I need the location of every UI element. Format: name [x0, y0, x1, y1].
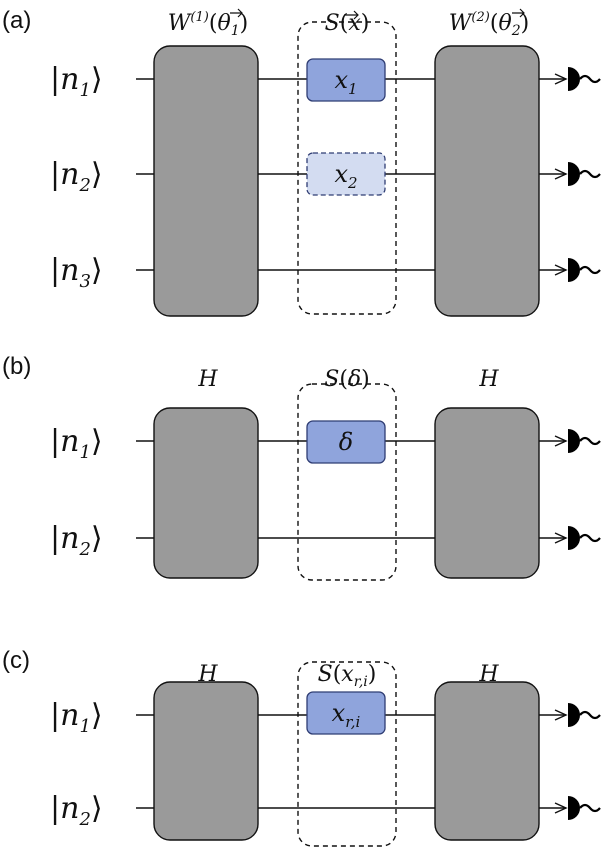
arrowhead-icon [554, 264, 568, 276]
input-ket-2: |n2⟩ [50, 521, 103, 560]
photodetector-icon [568, 258, 601, 282]
detector-body [568, 796, 580, 820]
photodetector-icon [568, 429, 601, 453]
left-unitary-gate [153, 407, 259, 579]
detector-signal [579, 710, 601, 720]
left-gate-label: H [197, 662, 218, 687]
arrowhead-icon [554, 435, 568, 447]
arrowhead-icon [554, 709, 568, 721]
photodetector-icon [568, 526, 601, 550]
photodetector-icon [568, 162, 601, 186]
phase-box-mode-2 [306, 152, 386, 196]
panel-label: (a) [2, 7, 31, 34]
phase-shifter-box [297, 383, 397, 581]
phase-box-mode-1 [306, 58, 386, 102]
phase-shifter-box [297, 661, 397, 847]
arrowhead-icon [554, 532, 568, 544]
detector-body [568, 258, 580, 282]
vector-arrow-icon [230, 8, 243, 18]
detector-body [568, 703, 580, 727]
panel-label: (c) [2, 647, 30, 674]
panel-c: (c) |n1⟩ |n2⟩ H H S(xr,i) xr,i [2, 647, 601, 847]
detector-signal [579, 436, 601, 446]
input-ket-2: |n2⟩ [50, 791, 103, 830]
phase-shifter-label: S(δ) [324, 367, 370, 392]
left-unitary-gate [153, 681, 259, 841]
input-ket-3: |n3⟩ [50, 253, 103, 292]
detector-body [568, 67, 580, 91]
vector-arrow-icon [344, 10, 359, 20]
panel-label: (b) [2, 353, 31, 380]
detector-signal [579, 74, 601, 84]
detector-signal [579, 169, 601, 179]
detector-body [568, 429, 580, 453]
phase-box-label: xr,i [332, 699, 361, 731]
left-gate-label: H [197, 367, 218, 392]
phase-shifter-label: S(xr,i) [318, 662, 377, 690]
detector-signal [579, 265, 601, 275]
detector-body [568, 526, 580, 550]
right-gate-label: W(2)(θ2) [449, 10, 529, 39]
detector-signal [579, 803, 601, 813]
input-ket-1: |n1⟩ [50, 698, 103, 737]
input-ket-2: |n2⟩ [50, 157, 103, 196]
right-unitary-gate [434, 681, 540, 841]
input-ket-1: |n1⟩ [50, 62, 103, 101]
right-gate-label: H [478, 367, 499, 392]
photodetector-icon [568, 67, 601, 91]
arrowhead-icon [554, 802, 568, 814]
phase-box-label: x1 [334, 66, 357, 98]
phase-box-label: x2 [334, 160, 357, 192]
phase-shifter-label: S(x) [325, 11, 370, 36]
phase-box-mode-1 [306, 420, 386, 464]
detector-signal [579, 533, 601, 543]
right-unitary-gate [434, 45, 540, 317]
phase-box-label: δ [339, 428, 353, 456]
phase-box-mode-1 [306, 691, 386, 735]
input-ket-1: |n1⟩ [50, 424, 103, 463]
detector-body [568, 162, 580, 186]
left-unitary-gate [153, 45, 259, 317]
left-gate-label: W(1)(θ1) [168, 10, 248, 39]
arrowhead-icon [554, 73, 568, 85]
right-unitary-gate [434, 407, 540, 579]
photodetector-icon [568, 796, 601, 820]
panel-a: (a) |n1⟩ |n2⟩ |n3⟩ W(1)(θ1) W(2)(θ2) S(x) x1 x2 [2, 7, 601, 317]
photodetector-icon [568, 703, 601, 727]
arrowhead-icon [554, 168, 568, 180]
vector-arrow-icon [512, 8, 525, 18]
panel-b: (b) |n1⟩ |n2⟩ H H S(δ) δ [2, 353, 601, 581]
right-gate-label: H [478, 662, 499, 687]
